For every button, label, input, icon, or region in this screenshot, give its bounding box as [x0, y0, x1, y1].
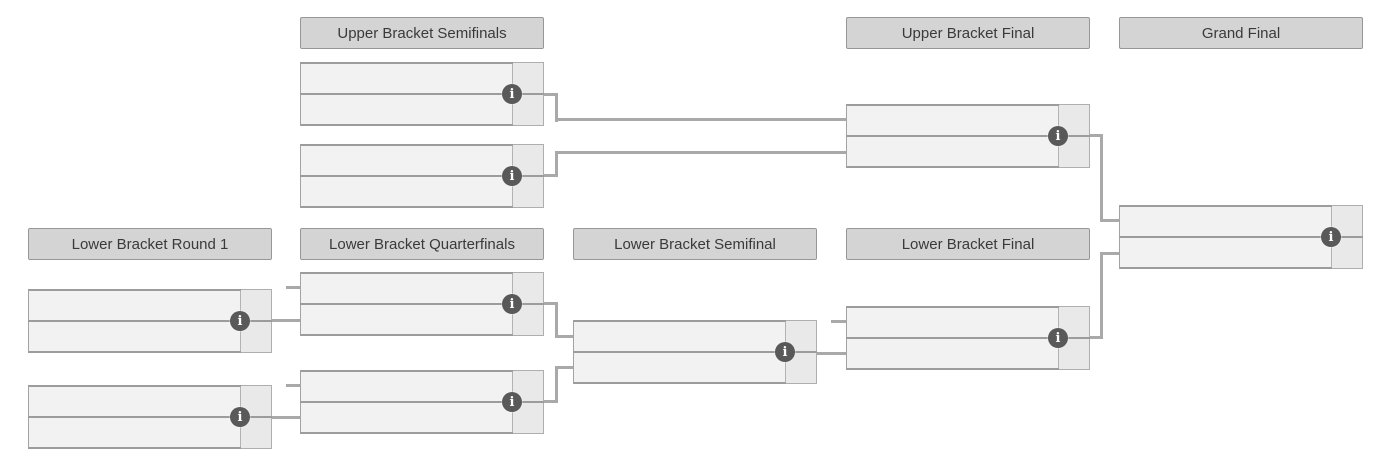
team-slot-bottom	[847, 137, 1058, 167]
match-upper-bracket-semifinal-1: i	[300, 62, 544, 126]
team-slot-top	[301, 145, 512, 175]
team-slot-bottom	[301, 403, 512, 433]
match-lower-bracket-quarterfinal-2: i	[300, 370, 544, 434]
team-slot-bottom	[847, 339, 1058, 369]
team-slot-top	[301, 63, 512, 93]
connector-lower-final-out	[1089, 336, 1103, 339]
info-icon[interactable]: i	[502, 166, 522, 186]
team-slot-bottom	[301, 305, 512, 335]
connector-upper-semifinal-2-to-upper-final	[555, 151, 846, 154]
team-slot-top	[847, 307, 1058, 337]
info-icon[interactable]: i	[230, 311, 250, 331]
info-glyph: i	[237, 313, 243, 329]
match-lower-bracket-round-1-match-2: i	[28, 385, 272, 449]
connector-lower-round1-1-to-quarterfinal-1	[272, 319, 300, 322]
info-glyph: i	[509, 86, 515, 102]
connector-lower-quarterfinal-2-out	[544, 400, 558, 403]
team-slot-top	[1120, 206, 1331, 236]
info-glyph: i	[237, 409, 243, 425]
row-divider	[28, 320, 272, 322]
round-header-label: Lower Bracket Quarterfinals	[329, 235, 515, 253]
row-divider	[1119, 236, 1363, 238]
connector-lower-semifinal-to-lower-final	[817, 352, 846, 355]
connector-upper-final-out	[1089, 134, 1103, 137]
loser-drop-stub-quarterfinal-1	[286, 286, 300, 289]
info-glyph: i	[782, 344, 788, 360]
round-header-label: Lower Bracket Round 1	[71, 235, 229, 253]
connector-lower-quarterfinal-1-out	[544, 302, 558, 305]
round-header-label: Lower Bracket Final	[901, 235, 1035, 253]
round-header-label: Grand Final	[1201, 24, 1281, 42]
round-header-label: Upper Bracket Final	[901, 24, 1035, 42]
match-lower-bracket-quarterfinal-1: i	[300, 272, 544, 336]
connector-upper-semifinal-2-elbow	[555, 151, 558, 177]
row-divider	[846, 337, 1090, 339]
team-slot-top	[301, 273, 512, 303]
connector-upper-final-elbow	[1100, 134, 1103, 222]
info-icon[interactable]: i	[502, 392, 522, 412]
connector-lower-round1-2-to-quarterfinal-2	[272, 416, 300, 419]
connector-lower-quarterfinal-2-to-semifinal	[555, 366, 573, 369]
match-lower-bracket-round-1-match-1: i	[28, 289, 272, 353]
round-header-upper-bracket-semifinals: Upper Bracket Semifinals	[300, 17, 544, 49]
row-divider	[28, 416, 272, 418]
team-slot-top	[29, 386, 240, 416]
loser-drop-stub-lower-final	[831, 320, 846, 323]
connector-upper-final-to-grand-final	[1100, 219, 1119, 222]
connector-lower-quarterfinal-1-elbow	[555, 302, 558, 338]
match-grand-final: i	[1119, 205, 1363, 269]
info-glyph: i	[1055, 128, 1061, 144]
team-slot-top	[847, 105, 1058, 135]
row-divider	[300, 401, 544, 403]
connector-upper-semifinal-1-elbow	[555, 93, 558, 122]
connector-lower-quarterfinal-2-elbow	[555, 366, 558, 403]
team-slot-bottom	[301, 177, 512, 207]
info-glyph: i	[509, 394, 515, 410]
team-slot-bottom	[574, 353, 785, 383]
info-icon[interactable]: i	[230, 407, 250, 427]
row-divider	[846, 135, 1090, 137]
row-divider	[573, 351, 817, 353]
connector-upper-semifinal-1-out	[544, 93, 558, 96]
round-header-lower-bracket-final: Lower Bracket Final	[846, 228, 1090, 260]
connector-lower-quarterfinal-1-to-semifinal	[555, 335, 573, 338]
loser-drop-stub-quarterfinal-2	[286, 384, 300, 387]
team-slot-bottom	[1120, 238, 1331, 268]
match-upper-bracket-semifinal-2: i	[300, 144, 544, 208]
info-icon[interactable]: i	[502, 84, 522, 104]
round-header-lower-bracket-semifinal: Lower Bracket Semifinal	[573, 228, 817, 260]
row-divider	[300, 303, 544, 305]
match-lower-bracket-semifinal: i	[573, 320, 817, 384]
team-slot-top	[301, 371, 512, 401]
match-upper-bracket-final: i	[846, 104, 1090, 168]
info-icon[interactable]: i	[1321, 227, 1341, 247]
round-header-lower-bracket-round-1: Lower Bracket Round 1	[28, 228, 272, 260]
info-icon[interactable]: i	[1048, 126, 1068, 146]
info-icon[interactable]: i	[775, 342, 795, 362]
connector-lower-final-elbow	[1100, 252, 1103, 339]
team-slot-bottom	[29, 322, 240, 352]
info-glyph: i	[509, 168, 515, 184]
round-header-label: Upper Bracket Semifinals	[337, 24, 507, 42]
team-slot-top	[29, 290, 240, 320]
info-glyph: i	[509, 296, 515, 312]
info-icon[interactable]: i	[502, 294, 522, 314]
info-glyph: i	[1328, 229, 1334, 245]
row-divider	[300, 175, 544, 177]
connector-lower-final-to-grand-final	[1100, 252, 1119, 255]
connector-upper-semifinal-1-to-upper-final	[555, 118, 846, 121]
connector-upper-semifinal-2-out	[544, 174, 558, 177]
round-header-label: Lower Bracket Semifinal	[614, 235, 776, 253]
team-slot-bottom	[301, 95, 512, 125]
round-header-grand-final: Grand Final	[1119, 17, 1363, 49]
team-slot-top	[574, 321, 785, 351]
info-glyph: i	[1055, 330, 1061, 346]
info-icon[interactable]: i	[1048, 328, 1068, 348]
round-header-lower-bracket-quarterfinals: Lower Bracket Quarterfinals	[300, 228, 544, 260]
round-header-upper-bracket-final: Upper Bracket Final	[846, 17, 1090, 49]
row-divider	[300, 93, 544, 95]
team-slot-bottom	[29, 418, 240, 448]
match-lower-bracket-final: i	[846, 306, 1090, 370]
